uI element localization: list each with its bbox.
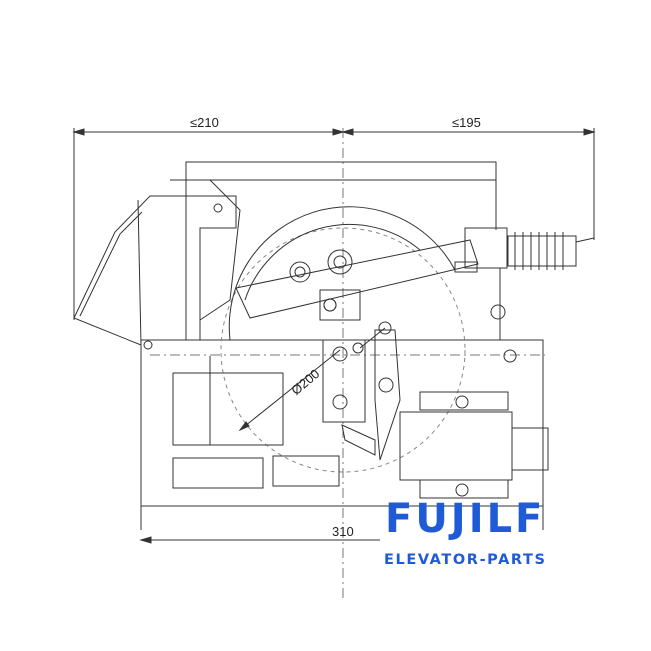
bolt-icon bbox=[352, 342, 364, 354]
lever-arm bbox=[235, 239, 479, 319]
nameplate-small-right bbox=[272, 455, 340, 487]
spring-icon bbox=[507, 232, 595, 270]
center-bracket bbox=[322, 339, 366, 423]
brand-subtitle: ELEVATOR-PARTS bbox=[384, 552, 547, 568]
bolt-icon bbox=[213, 203, 223, 213]
nameplate-large bbox=[172, 372, 284, 446]
dim-diameter-label: Ø200 bbox=[288, 366, 322, 398]
nameplate-small-left bbox=[172, 457, 264, 489]
bottom-dimension bbox=[139, 536, 380, 544]
bolt-icon bbox=[455, 395, 469, 409]
bolt-icon bbox=[378, 377, 394, 393]
diameter-line bbox=[239, 349, 341, 431]
switch-block bbox=[399, 411, 513, 481]
bolt-icon bbox=[455, 483, 469, 497]
left-bracket bbox=[73, 195, 237, 346]
bolt-icon bbox=[143, 340, 153, 350]
brand-logo: FUJILF bbox=[385, 496, 546, 542]
dim-right-label: ≤195 bbox=[452, 115, 481, 130]
spring-housing bbox=[464, 227, 508, 269]
top-dimension bbox=[72, 128, 596, 600]
bolt-icon bbox=[332, 394, 348, 410]
bolt-icon bbox=[490, 304, 506, 320]
bolt-icon bbox=[503, 349, 517, 363]
base-plate bbox=[140, 339, 544, 507]
top-cover-plate bbox=[185, 161, 497, 181]
bolt-icon bbox=[378, 321, 392, 335]
dim-left-label: ≤210 bbox=[190, 115, 219, 130]
pulley-wheel bbox=[220, 227, 466, 473]
bolt-icon bbox=[332, 346, 348, 362]
dim-base-label: 310 bbox=[332, 524, 354, 539]
